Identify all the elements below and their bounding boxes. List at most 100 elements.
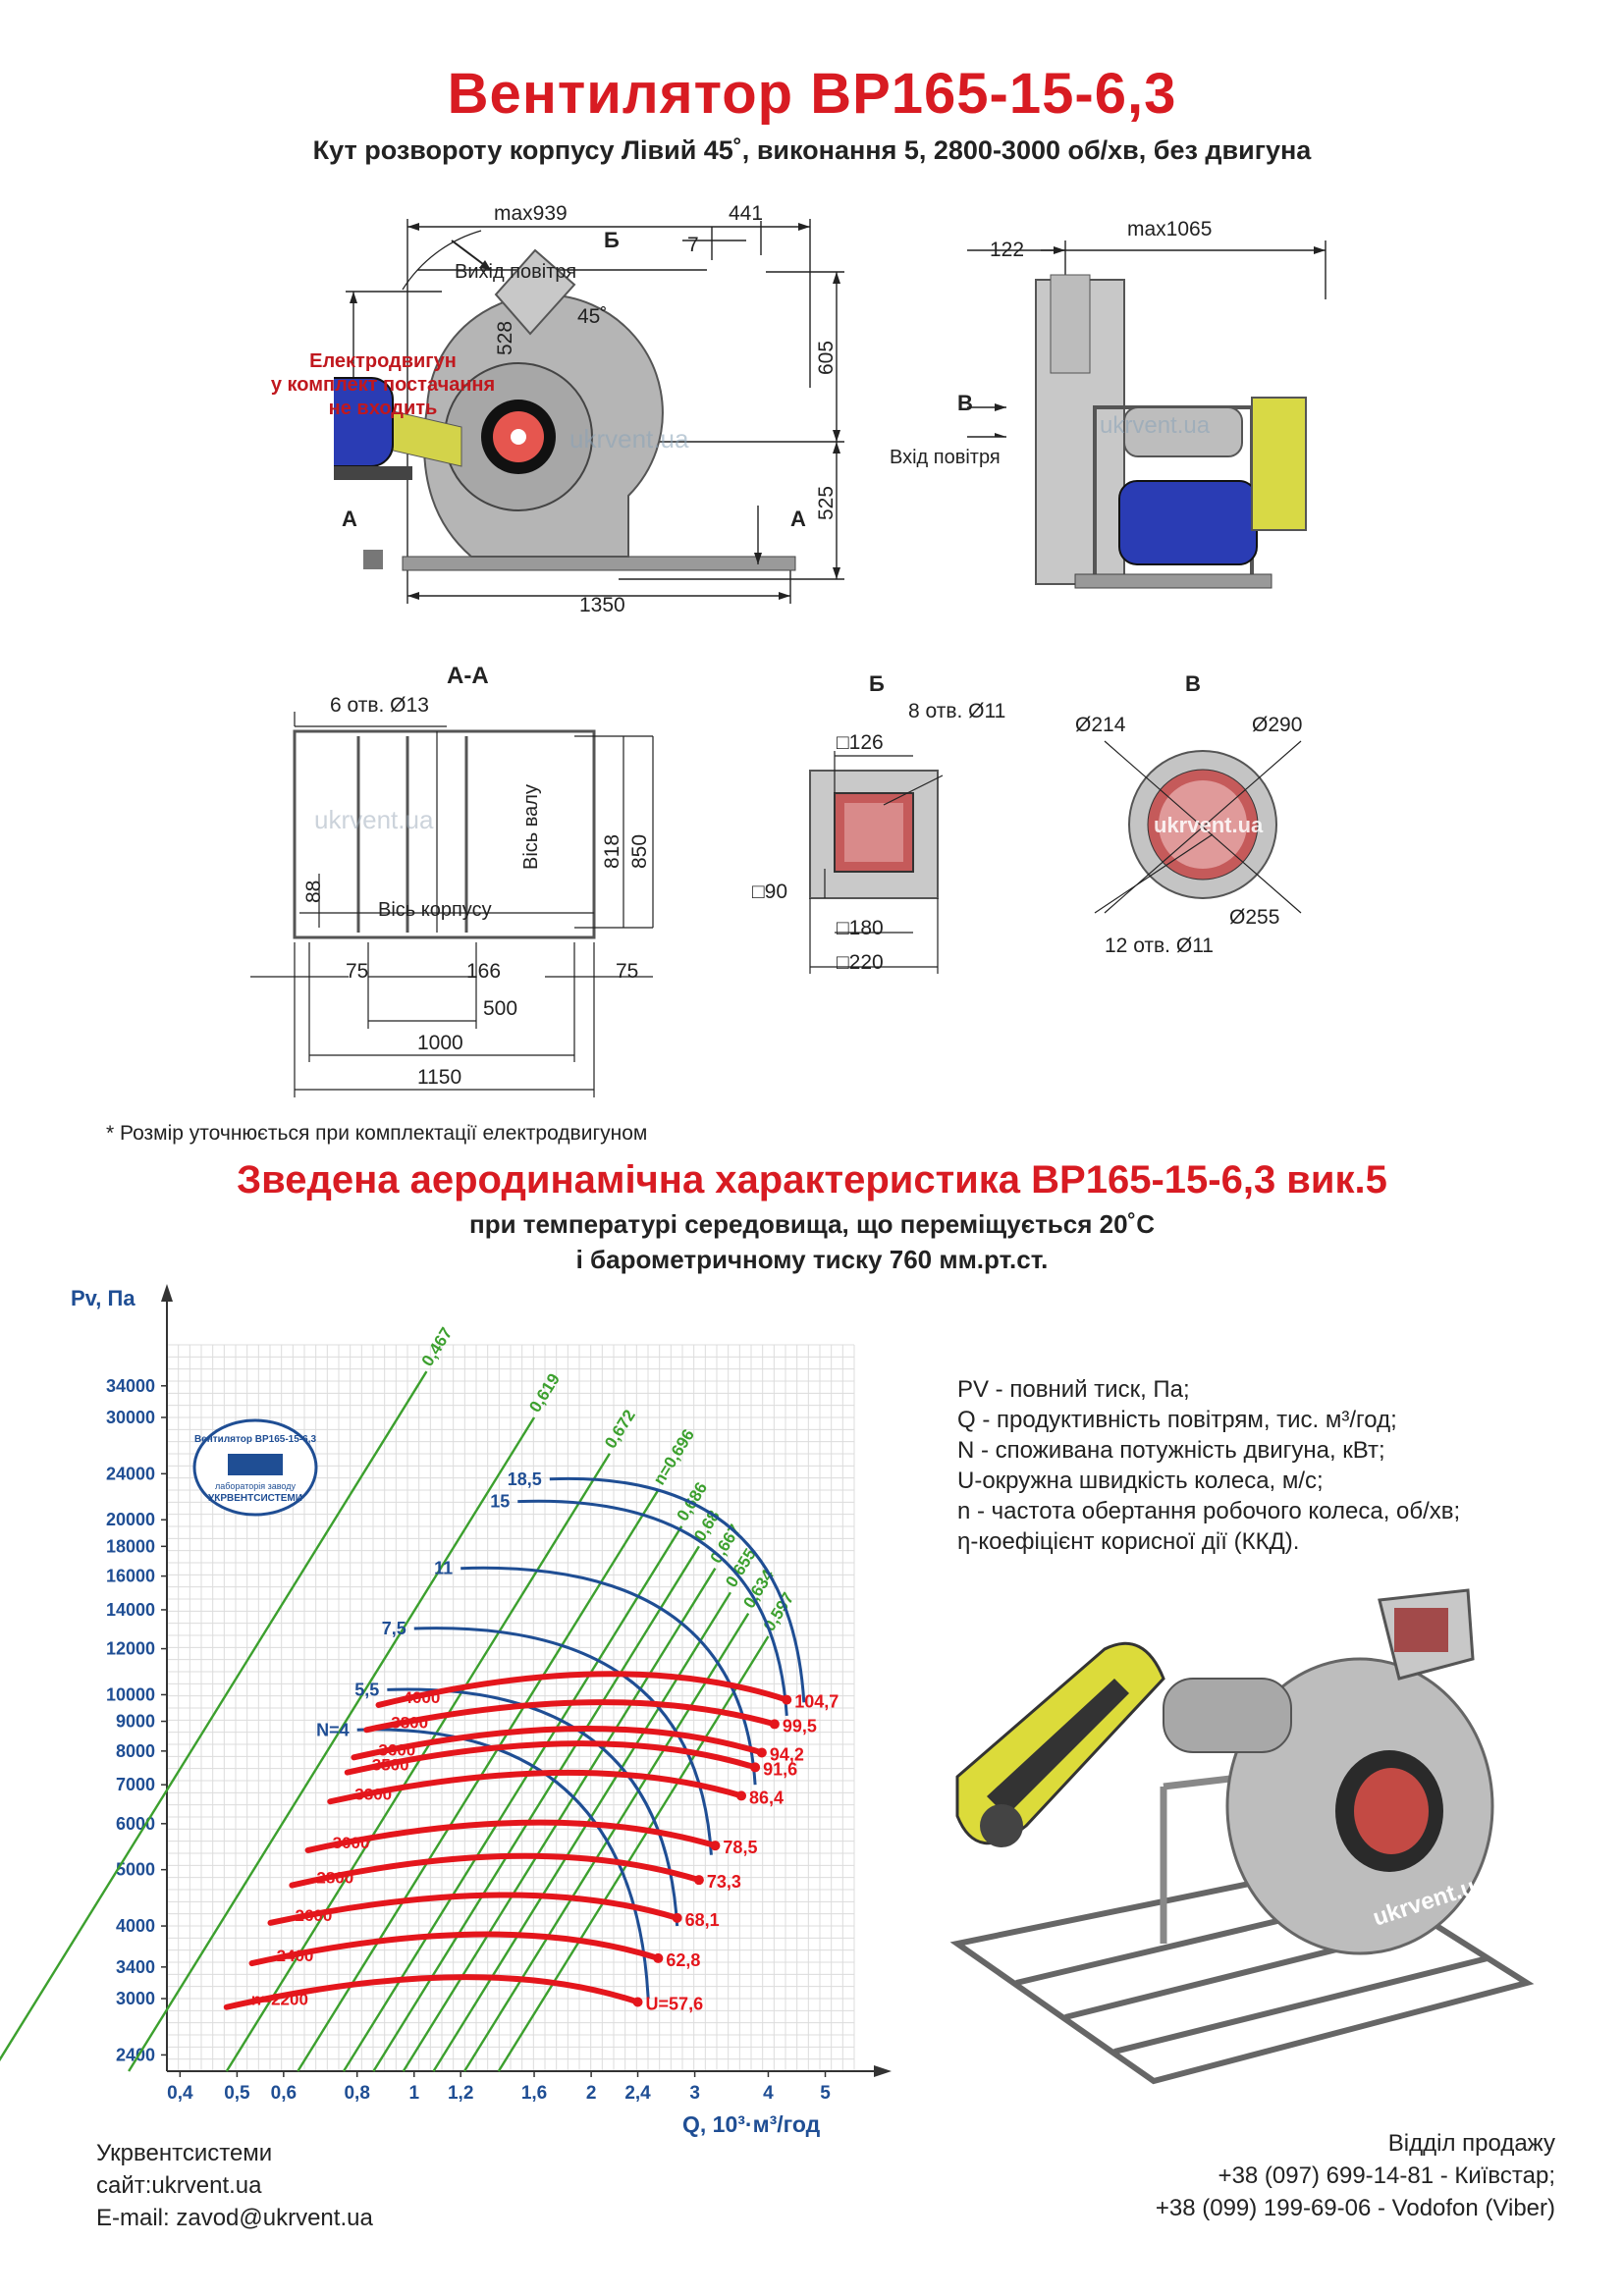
- dim-max939: max939: [494, 202, 568, 225]
- x-tick-label: 2: [586, 2083, 597, 2104]
- speed-curve: [267, 1892, 680, 1926]
- power-curve: [356, 1728, 650, 2000]
- speed-curve: [375, 1671, 790, 1708]
- aa-dim-850: 850: [628, 833, 651, 869]
- speed-curve: [363, 1699, 778, 1734]
- power-label: 7,5: [382, 1619, 406, 1638]
- x-tick-label: 5: [820, 2083, 831, 2104]
- power-label: 18,5: [508, 1469, 542, 1489]
- x-tick-label: 2,4: [624, 2083, 651, 2104]
- u-speed-label: 104,7: [794, 1692, 839, 1712]
- speed-curve: [304, 1819, 719, 1853]
- front-view-drawing: [334, 219, 844, 604]
- aa-dim-75a: 75: [346, 960, 369, 983]
- speed-curve: [289, 1852, 702, 1889]
- watermark-front: ukrvent.ua: [569, 424, 689, 454]
- section-v-title: В: [1185, 671, 1201, 696]
- lab-logo-text: УКРВЕНТСИСТЕМИ: [208, 1493, 302, 1504]
- b-holes: 8 отв. Ø11: [908, 700, 1006, 722]
- rpm-label: n=2200: [251, 1991, 308, 2009]
- footer-sales-title: Відділ продажу: [1387, 2130, 1555, 2157]
- section-b-title: Б: [869, 671, 885, 696]
- x-tick-label: 1: [408, 2083, 419, 2104]
- v-holes: 12 отв. Ø11: [1105, 934, 1214, 957]
- aa-dim-166: 166: [466, 960, 502, 983]
- legend-rpm: n - частота обертання робочого колеса, о…: [957, 1498, 1461, 1524]
- dim-122: 122: [990, 239, 1025, 261]
- y-axis-arrow: [161, 1284, 173, 1302]
- motor-note: Електродвигун у комплект постачання не в…: [270, 350, 496, 419]
- y-tick-label: 6000: [116, 1814, 155, 1834]
- section-b-drawing: [809, 751, 944, 974]
- label-air-in: Вхід повітря: [890, 447, 1001, 468]
- speed-curve-end: [653, 1952, 664, 1963]
- dimension-note: * Розмір уточнюється при комплектації ел…: [106, 1122, 648, 1145]
- legend-u: U-окружна швидкість колеса, м/с;: [957, 1468, 1324, 1494]
- footer-phone-1: +38 (097) 699-14-81 - Київстар;: [1218, 2163, 1555, 2189]
- aa-axis-body: Вісь корпусу: [378, 899, 492, 921]
- lab-logo-text: Вентилятор ВР165-15-6,3: [194, 1434, 317, 1445]
- power-label: 15: [490, 1492, 510, 1512]
- y-tick-label: 4000: [116, 1916, 155, 1936]
- u-speed-label: U=57,6: [646, 1994, 704, 2013]
- speed-curve: [223, 1974, 641, 2010]
- y-tick-label: 18000: [106, 1536, 155, 1556]
- speed-curve-end: [693, 1875, 704, 1886]
- dim-angle-45: 45˚: [577, 305, 608, 328]
- label-v: В: [957, 391, 973, 415]
- speed-curve-end: [736, 1790, 747, 1801]
- y-tick-label: 10000: [106, 1684, 155, 1704]
- x-tick-label: 0,8: [344, 2083, 369, 2104]
- efficiency-line: [432, 1591, 731, 2072]
- power-curve: [549, 1476, 806, 1703]
- u-speed-label: 86,4: [749, 1788, 784, 1807]
- lab-logo-mark: [228, 1454, 283, 1475]
- efficiency-label: 0,467: [418, 1324, 457, 1369]
- power-label: 11: [434, 1559, 453, 1578]
- rpm-label: 3300: [354, 1785, 392, 1803]
- rpm-label: 3600: [378, 1740, 415, 1759]
- efficiency-line: [225, 1453, 611, 2072]
- aa-dim-500: 500: [483, 997, 518, 1020]
- iso-fan-drawing: [949, 1588, 1535, 2085]
- watermark-v: ukrvent.ua: [1154, 813, 1264, 837]
- aa-dim-75b: 75: [616, 960, 639, 983]
- efficiency-label: 0,672: [601, 1407, 639, 1452]
- speed-curve: [248, 1931, 662, 1967]
- aa-dim-1150: 1150: [417, 1066, 462, 1089]
- legend-q: Q - продуктивність повітрям, тис. м³/год…: [957, 1407, 1397, 1433]
- dim-max1065: max1065: [1127, 218, 1213, 240]
- chart-subtitle-2: і барометричному тиску 760 мм.рт.ст.: [575, 1245, 1049, 1274]
- u-speed-label: 68,1: [685, 1910, 720, 1930]
- legend-n: N - споживана потужність двигуна, кВт;: [957, 1437, 1385, 1464]
- section-aa-drawing: [250, 712, 654, 1097]
- efficiency-line: [0, 1370, 428, 2062]
- power-label: 5,5: [354, 1680, 379, 1699]
- label-a-right: А: [790, 507, 806, 531]
- y-tick-label: 14000: [106, 1600, 155, 1620]
- rpm-label: 3800: [391, 1713, 428, 1732]
- aa-dim-818: 818: [601, 833, 623, 869]
- rpm-label: 3000: [333, 1834, 370, 1852]
- x-tick-label: 0,5: [224, 2083, 250, 2104]
- y-tick-label: 3000: [116, 1989, 155, 2008]
- footer-left: Укрвентсистеми сайт:ukrvent.ua E-mail: z…: [96, 2137, 373, 2234]
- y-tick-label: 2400: [116, 2045, 155, 2064]
- x-tick-label: 1,6: [521, 2083, 547, 2104]
- chart-title: Зведена аеродинамічна характеристика ВР1…: [237, 1158, 1387, 1201]
- footer-right: Відділ продажу +38 (097) 699-14-81 - Киї…: [1156, 2127, 1555, 2224]
- label-b: Б: [604, 228, 620, 252]
- b-dim-220: □220: [837, 951, 884, 974]
- y-tick-label: 34000: [106, 1376, 155, 1396]
- lab-logo-text: лабораторія заводу: [215, 1481, 297, 1491]
- dim-441: 441: [729, 202, 764, 225]
- label-air-out: Вихід повітря: [455, 261, 577, 283]
- label-a-left: А: [342, 507, 357, 531]
- footer-email: E-mail: zavod@ukrvent.ua: [96, 2205, 373, 2231]
- dim-605: 605: [815, 340, 838, 375]
- rpm-label: 2800: [316, 1869, 353, 1888]
- rpm-label: 2600: [295, 1906, 332, 1925]
- dim-525: 525: [815, 485, 838, 520]
- efficiency-line: [372, 1545, 700, 2072]
- v-dim-214: Ø214: [1075, 714, 1126, 736]
